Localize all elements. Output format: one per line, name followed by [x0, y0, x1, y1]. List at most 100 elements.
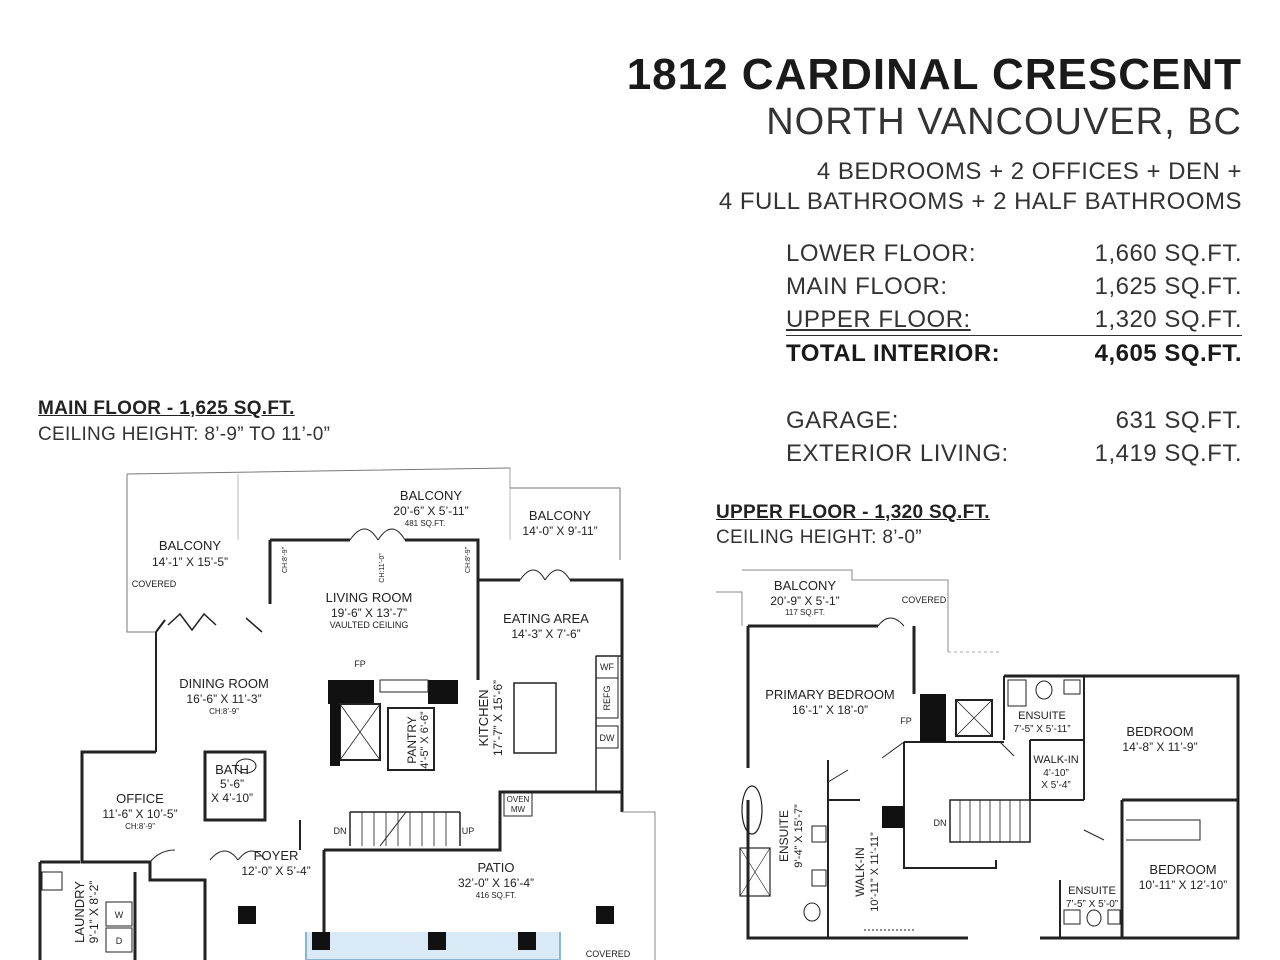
property-address: 1812 CARDINAL CRESCENT [626, 50, 1242, 99]
room-name-patio: PATIO [477, 860, 514, 875]
room-name-balcony-left: BALCONY [159, 538, 221, 553]
room-note-office: CH:8’-9” [125, 822, 155, 831]
area-value: 1,320 SQ.FT. [1094, 306, 1242, 333]
room-name-ensuite-small: ENSUITE [1068, 885, 1116, 897]
ceiling-height-label: CH:8’-9” [282, 546, 289, 573]
main-floor-ceiling: CEILING HEIGHT: 8’-9” TO 11’-0” [38, 424, 331, 445]
room-name-balcony-upper: BALCONY [774, 578, 836, 593]
room-name-bath: BATH [215, 762, 249, 777]
upper-floor-ceiling: CEILING HEIGHT: 8’-0” [716, 527, 922, 548]
room-dims-bedroom-1: 14’-8” X 11’-9” [1122, 740, 1197, 754]
washer-label: W [115, 910, 124, 920]
room-name-laundry: LAUNDRY [72, 881, 87, 943]
area-value: 1,660 SQ.FT. [1094, 240, 1242, 267]
room-name-bedroom-1: BEDROOM [1126, 724, 1193, 739]
room-name-kitchen: KITCHEN [476, 689, 491, 746]
area-value: 1,419 SQ.FT. [1094, 440, 1242, 467]
area-row-exterior: EXTERIOR LIVING: 1,419 SQ.FT. [786, 440, 1242, 470]
room-dims-balcony-right: 14’-0” X 9’-11” [522, 524, 597, 538]
room-dims-walkin-small-1: 4’-10” [1043, 768, 1069, 779]
area-label: GARAGE: [786, 407, 899, 434]
room-name-eating: EATING AREA [503, 611, 589, 626]
room-dims-bath-1: 5’-6” [220, 777, 244, 791]
room-name-dining: DINING ROOM [179, 676, 269, 691]
room-name-primary-bedroom: PRIMARY BEDROOM [765, 687, 895, 702]
room-dims-living: 19’-6” X 13’-7” [331, 606, 407, 620]
area-label: TOTAL INTERIOR: [786, 340, 1001, 367]
main-floor-plan [38, 467, 656, 960]
room-name-balcony-right: BALCONY [529, 508, 591, 523]
room-dims-walkin-small-2: X 5’-4” [1041, 780, 1070, 791]
room-dims-balcony-top: 20’-6” X 5’-11” [393, 504, 468, 518]
stairs-down-label: DN [934, 818, 947, 828]
room-dims-eating: 14’-3” X 7’-6” [511, 627, 580, 641]
room-note-dining: CH:8’-9” [209, 707, 239, 716]
fireplace-label: FP [900, 716, 912, 726]
room-dims-bedroom-2: 10’-11” X 12’-10” [1139, 878, 1228, 892]
dishwasher-label: DW [600, 733, 615, 743]
room-summary-line-1: 4 BEDROOMS + 2 OFFICES + DEN + [816, 158, 1242, 185]
main-floor-labels: BALCONY 14’-1” X 15’-5” COVERED BALCONY … [72, 488, 631, 959]
room-area-patio: 416 SQ.FT. [476, 891, 516, 900]
stairs-down-label: DN [334, 826, 347, 836]
area-value: 1,625 SQ.FT. [1094, 273, 1242, 300]
upper-floor-title: UPPER FLOOR - 1,320 SQ.FT. [716, 502, 990, 523]
room-name-pantry: PANTRY [405, 716, 419, 764]
room-name-ensuite-top: ENSUITE [1018, 710, 1066, 722]
stairs-up-label: UP [462, 826, 475, 836]
area-label: MAIN FLOOR: [786, 273, 948, 300]
covered-label: COVERED [132, 579, 177, 589]
fireplace-label: FP [354, 659, 366, 669]
room-dims-ensuite-main: 9’-4” X 15’-7” [793, 804, 805, 868]
room-dims-office: 11’-6” X 10’-5” [102, 807, 177, 821]
room-name-walkin-small: WALK-IN [1033, 754, 1078, 766]
room-dims-bath-2: X 4’-10” [211, 791, 253, 805]
room-name-living: LIVING ROOM [326, 590, 413, 605]
main-floor-title: MAIN FLOOR - 1,625 SQ.FT. [38, 398, 295, 419]
room-area-balcony-upper: 117 SQ.FT. [785, 608, 825, 617]
ceiling-height-label: CH:8’-9” [465, 546, 472, 573]
room-name-balcony-top: BALCONY [400, 488, 462, 503]
room-name-foyer: FOYER [254, 848, 299, 863]
oven-label: OVEN [507, 795, 530, 804]
ceiling-height-label: CH:11’-0” [379, 553, 386, 583]
room-note-living: VAULTED CEILING [330, 620, 409, 630]
area-label: EXTERIOR LIVING: [786, 440, 1009, 467]
room-name-bedroom-2: BEDROOM [1149, 862, 1216, 877]
dryer-label: D [116, 936, 123, 946]
room-dims-kitchen: 17’-7” X 15’-6” [491, 680, 505, 756]
area-label: UPPER FLOOR: [786, 306, 971, 333]
room-name-ensuite-main: ENSUITE [777, 810, 791, 862]
area-value: 4,605 SQ.FT. [1094, 340, 1242, 367]
microwave-label: MW [511, 805, 526, 814]
room-summary-line-2: 4 FULL BATHROOMS + 2 HALF BATHROOMS [718, 188, 1242, 215]
room-dims-walkin-main: 10’-11” X 11’-11” [869, 832, 881, 912]
room-dims-ensuite-small: 7’-5” X 5’-0” [1066, 899, 1118, 910]
area-value: 631 SQ.FT. [1115, 407, 1242, 434]
area-row-garage: GARAGE: 631 SQ.FT. [786, 407, 1242, 437]
upper-floor-plan [716, 569, 1240, 940]
room-name-office: OFFICE [116, 791, 164, 806]
room-dims-primary-bedroom: 16’-1” X 18’-0” [792, 703, 868, 717]
room-dims-balcony-upper: 20’-9” X 5’-1” [770, 594, 839, 608]
covered-label: COVERED [902, 595, 947, 605]
fridge-label: REFG [602, 685, 612, 710]
covered-label: COVERED [586, 949, 631, 959]
area-row-total: TOTAL INTERIOR: 4,605 SQ.FT. [786, 340, 1242, 370]
room-dims-laundry: 9’-1” X 8’-2” [87, 881, 101, 944]
room-dims-foyer: 12’-0” X 5’-4” [241, 864, 310, 878]
area-row-main: MAIN FLOOR: 1,625 SQ.FT. [786, 273, 1242, 303]
area-row-upper: UPPER FLOOR: 1,320 SQ.FT. [786, 306, 1242, 336]
area-label: LOWER FLOOR: [786, 240, 977, 267]
upper-floor-labels: BALCONY 20’-9” X 5’-1” 117 SQ.FT. COVERE… [765, 578, 1227, 912]
room-dims-balcony-left: 14’-1” X 15’-5” [152, 555, 228, 569]
room-dims-ensuite-top: 7’-5” X 5’-11” [1013, 724, 1070, 735]
room-dims-pantry: 4’-5” X 6’-6” [419, 711, 431, 769]
room-name-walkin-main: WALK-IN [853, 847, 867, 897]
room-area-balcony-top: 481 SQ.FT. [405, 519, 445, 528]
room-dims-dining: 16’-6” X 11’-3” [186, 692, 261, 706]
wine-fridge-label: WF [600, 662, 614, 672]
property-city: NORTH VANCOUVER, BC [766, 101, 1242, 143]
area-row-lower: LOWER FLOOR: 1,660 SQ.FT. [786, 240, 1242, 270]
